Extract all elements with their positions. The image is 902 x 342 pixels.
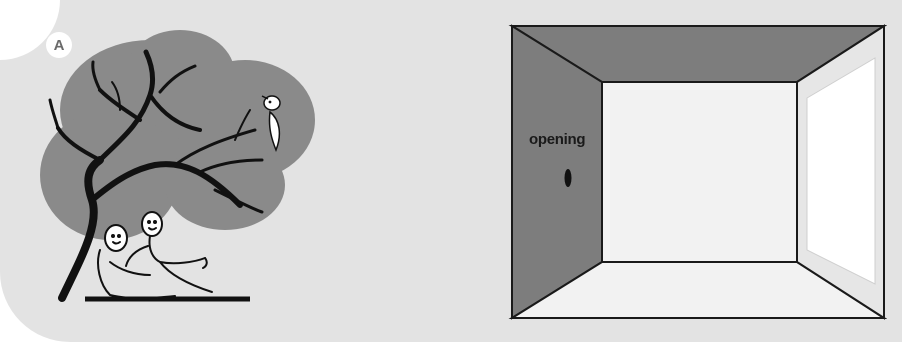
tree-scene-illustration xyxy=(40,30,315,302)
opening-hole xyxy=(564,169,572,187)
room-window xyxy=(806,57,876,285)
opening-label: opening xyxy=(529,131,586,148)
room-back-wall xyxy=(601,81,798,263)
bird-icon xyxy=(261,95,281,153)
room-perspective-diagram xyxy=(508,24,887,320)
seated-couple-figures xyxy=(97,211,213,300)
figure-label-badge: A xyxy=(46,32,72,58)
tree-trunk-branches xyxy=(48,49,264,302)
